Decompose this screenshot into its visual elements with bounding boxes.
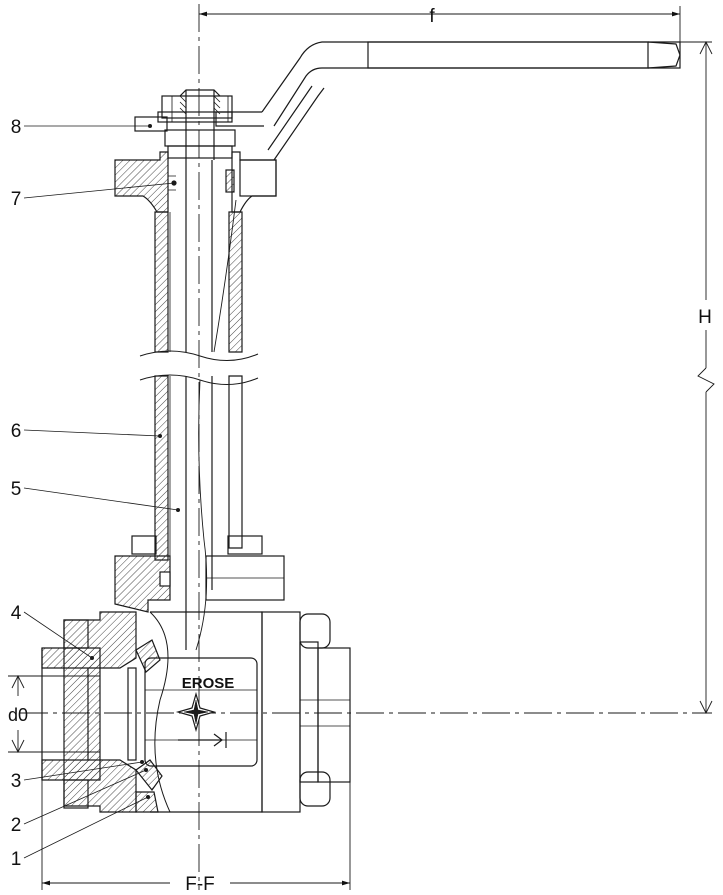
stem xyxy=(185,160,237,651)
callout-2: 2 xyxy=(11,815,22,836)
valve-body xyxy=(41,611,351,813)
stem-nut xyxy=(134,89,236,160)
bonnet-lower-flange xyxy=(114,535,285,613)
callout-3: 3 xyxy=(11,771,22,792)
dim-FF xyxy=(41,780,351,890)
handle-lever xyxy=(215,41,681,161)
dim-label-FF: F-F xyxy=(185,874,215,895)
callout-leaders xyxy=(23,125,179,859)
extension-tube xyxy=(139,211,259,600)
dim-label-d0: d0 xyxy=(8,705,28,725)
callout-4: 4 xyxy=(11,603,22,624)
rose-logo-icon xyxy=(175,691,217,733)
dim-H xyxy=(680,40,715,715)
dim-label-H: H xyxy=(698,307,712,328)
bonnet-top xyxy=(114,151,277,213)
callout-5: 5 xyxy=(11,479,22,500)
callout-1: 1 xyxy=(11,849,22,870)
callout-7: 7 xyxy=(11,189,22,210)
dim-f xyxy=(199,6,681,42)
dim-label-f: f xyxy=(429,6,435,27)
callout-6: 6 xyxy=(11,421,22,442)
callout-8: 8 xyxy=(11,117,22,138)
body-marking: EROSE xyxy=(182,675,235,692)
leader-dots xyxy=(90,124,180,799)
dim-d0 xyxy=(8,674,100,754)
